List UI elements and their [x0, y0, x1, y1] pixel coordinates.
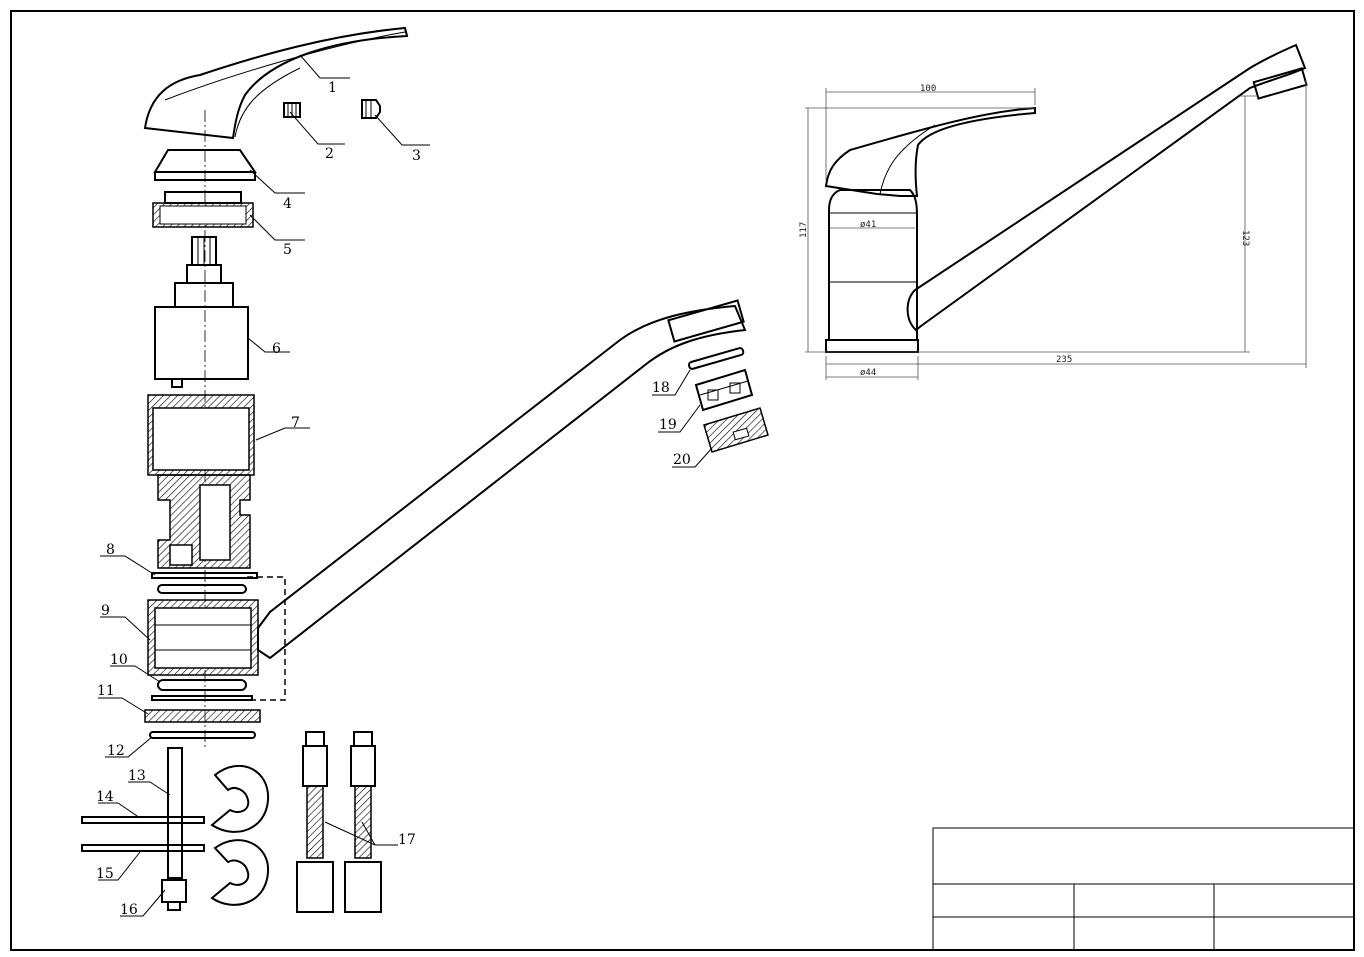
part-body: [147, 394, 255, 569]
part-washer-lower: [81, 844, 205, 852]
title-block: [932, 827, 1355, 951]
callout-17: 17: [398, 832, 416, 848]
dimension-lines: [805, 80, 1307, 380]
callout-10: 10: [110, 652, 128, 668]
part-spout-tip: [667, 299, 745, 343]
drawing-border: [10, 10, 1355, 951]
dim-spout-height: 123: [1240, 230, 1250, 246]
assembled-side-view: [824, 43, 1308, 353]
callout-1: 1: [328, 80, 337, 96]
dim-total-height: 117: [799, 222, 809, 238]
callout-4: 4: [283, 196, 292, 212]
part-gasket: [151, 695, 253, 701]
part-aerator-housing: [703, 407, 769, 453]
dim-base-diameter: ø44: [860, 368, 876, 378]
callout-8: 8: [106, 542, 115, 558]
callout-3: 3: [412, 148, 421, 164]
callout-12: 12: [107, 743, 125, 759]
part-washer-upper: [81, 816, 205, 824]
part-base-ring: [144, 709, 261, 723]
part-handle: [143, 26, 409, 140]
part-cartridge: [154, 236, 249, 388]
callout-18: 18: [652, 380, 670, 396]
callout-20: 20: [673, 452, 691, 468]
part-horseshoe-lower: [210, 839, 270, 906]
callout-19: 19: [659, 417, 677, 433]
callout-numbers: 1 2 3 4 5 6 7 8 9 10 11 12 13 14 15 16 1…: [96, 80, 691, 918]
callout-6: 6: [272, 341, 281, 357]
callout-14: 14: [96, 789, 114, 805]
part-washer: [151, 572, 258, 579]
part-aerator-seal: [687, 347, 745, 370]
dim-body-diameter: ø41: [860, 220, 876, 230]
dim-spout-reach: 235: [1056, 355, 1072, 365]
callout-16: 16: [120, 902, 138, 918]
part-cover: [153, 149, 257, 181]
part-o-ring-upper: [157, 584, 247, 594]
part-o-ring-lower: [157, 679, 247, 691]
part-spout: [257, 304, 747, 660]
part-swivel-ring: [147, 599, 259, 676]
part-hoses: [296, 731, 382, 913]
assembly-dashed-outline: [247, 576, 286, 701]
callout-13: 13: [128, 768, 146, 784]
callout-5: 5: [283, 242, 292, 258]
dim-handle-length: 100: [920, 84, 936, 94]
callout-2: 2: [325, 146, 334, 162]
callout-15: 15: [96, 866, 114, 882]
callout-7: 7: [291, 415, 300, 431]
part-nut: [152, 191, 254, 228]
part-stud: [161, 747, 187, 911]
part-seal: [149, 731, 256, 739]
callout-9: 9: [101, 603, 110, 619]
part-cap: [361, 99, 381, 119]
leader-lines: [98, 54, 713, 917]
callout-11: 11: [97, 683, 115, 699]
part-aerator: [694, 368, 754, 412]
part-horseshoe-upper: [210, 764, 270, 833]
